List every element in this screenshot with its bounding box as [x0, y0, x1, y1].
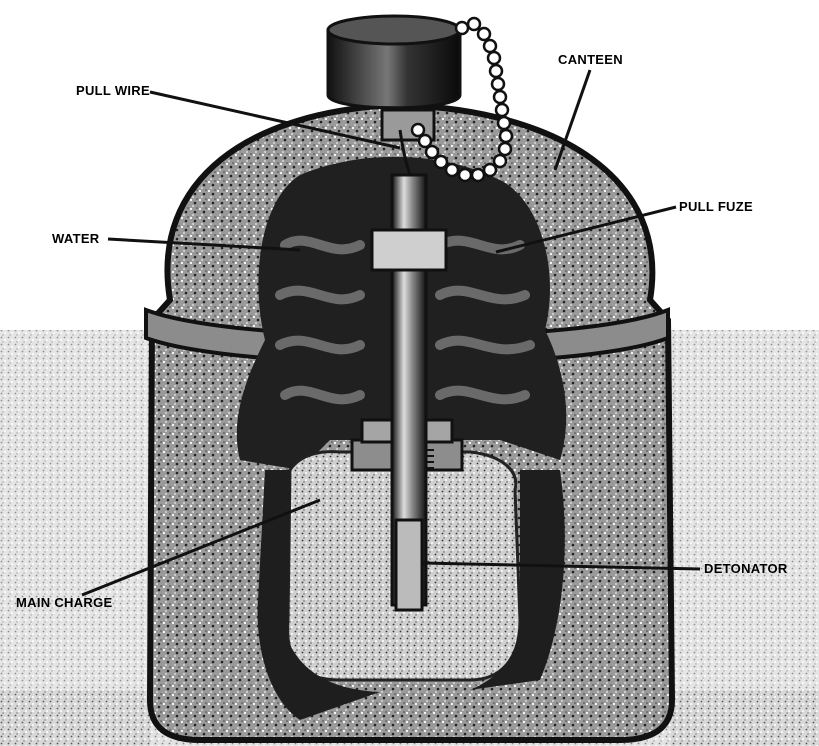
- cap-top: [328, 16, 460, 44]
- label-pull-wire: PULL WIRE: [76, 84, 150, 97]
- label-main-charge: MAIN CHARGE: [16, 596, 112, 609]
- detonator-cap: [396, 520, 422, 610]
- fuze-housing: [372, 230, 446, 270]
- label-canteen: CANTEEN: [558, 53, 623, 66]
- label-detonator: DETONATOR: [704, 562, 788, 575]
- label-water: WATER: [52, 232, 99, 245]
- label-pull-fuze: PULL FUZE: [679, 200, 753, 213]
